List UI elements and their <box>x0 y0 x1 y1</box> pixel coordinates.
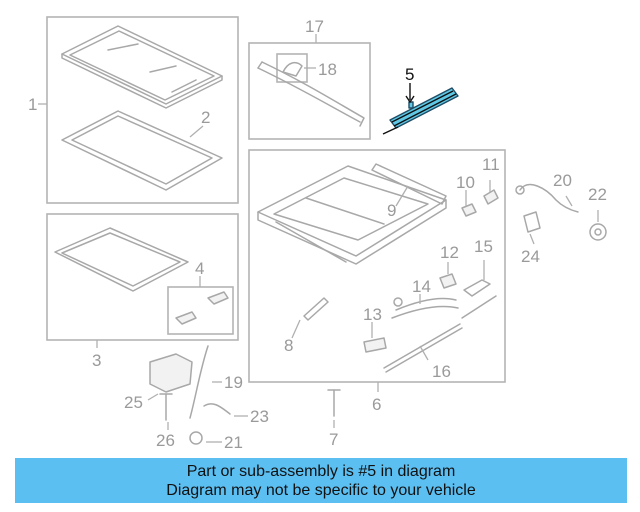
callout-24: 24 <box>521 247 540 266</box>
part-14-motor <box>391 297 459 319</box>
callout-25: 25 <box>124 393 143 412</box>
part-25-module <box>149 353 193 393</box>
callout-15: 15 <box>474 237 493 256</box>
callout-11: 11 <box>482 155 500 174</box>
part-22-grommet <box>589 223 607 241</box>
part-21-grommet <box>189 431 203 445</box>
callout-5: 5 <box>405 65 414 84</box>
callout-1: 1 <box>28 95 37 114</box>
callout-10: 10 <box>456 173 475 192</box>
leader-lines <box>38 34 599 443</box>
banner-line-2: Diagram may not be specific to your vehi… <box>166 481 476 499</box>
callout-18: 18 <box>318 60 337 79</box>
part-1-glass-panel <box>61 25 223 109</box>
callout-19: 19 <box>224 373 243 392</box>
group-box-glass <box>46 16 239 204</box>
part-6-frame <box>257 165 447 265</box>
part-10-bracket <box>461 203 477 217</box>
callout-23: 23 <box>250 407 269 426</box>
part-8-bracket <box>303 297 329 321</box>
part-5-highlighted-rail <box>382 87 459 135</box>
part-18-clip <box>282 61 303 77</box>
part-4-shade-clips <box>175 291 229 325</box>
group-box-frame <box>248 149 506 383</box>
part-17-wind-deflector <box>257 61 365 127</box>
callout-3: 3 <box>92 351 101 370</box>
info-banner: Part or sub-assembly is #5 in diagram Di… <box>15 458 627 503</box>
parts-diagram: 1 2 3 4 5 6 7 8 9 10 11 12 13 14 15 16 1… <box>28 16 607 452</box>
part-3-sunshade <box>54 227 189 292</box>
part-26-screw <box>159 393 173 421</box>
callout-14: 14 <box>412 277 431 296</box>
callout-9: 9 <box>387 201 396 220</box>
part-9-guide-rail <box>371 163 447 205</box>
part-23-clamp <box>203 403 231 415</box>
part-24-clip <box>523 211 541 233</box>
callout-20: 20 <box>553 171 572 190</box>
part-12-block <box>439 273 457 289</box>
callout-21: 21 <box>224 433 243 452</box>
part-19-drain-hose <box>189 345 209 419</box>
callout-6: 6 <box>372 395 381 414</box>
group-box-shade <box>46 213 239 341</box>
group-box-deflector <box>248 42 371 140</box>
part-11-clip <box>483 189 499 205</box>
part-16-cable <box>383 323 463 373</box>
part-7-bolt <box>327 389 341 417</box>
banner-line-1: Part or sub-assembly is #5 in diagram <box>186 462 456 480</box>
callout-4: 4 <box>195 259 204 278</box>
callout-13: 13 <box>363 305 382 324</box>
leader-arrow-5 <box>405 95 415 104</box>
callout-17: 17 <box>305 17 324 36</box>
callout-12: 12 <box>440 243 459 262</box>
part-2-glass-seal <box>61 110 223 191</box>
callout-8: 8 <box>284 336 293 355</box>
callout-16: 16 <box>432 362 451 381</box>
part-15-lever <box>461 279 497 319</box>
callout-7: 7 <box>329 430 338 449</box>
callout-2: 2 <box>201 108 210 127</box>
callout-26: 26 <box>156 431 175 450</box>
part-13-block <box>363 337 387 353</box>
callout-22: 22 <box>588 185 607 204</box>
part-20-hose <box>515 183 579 213</box>
